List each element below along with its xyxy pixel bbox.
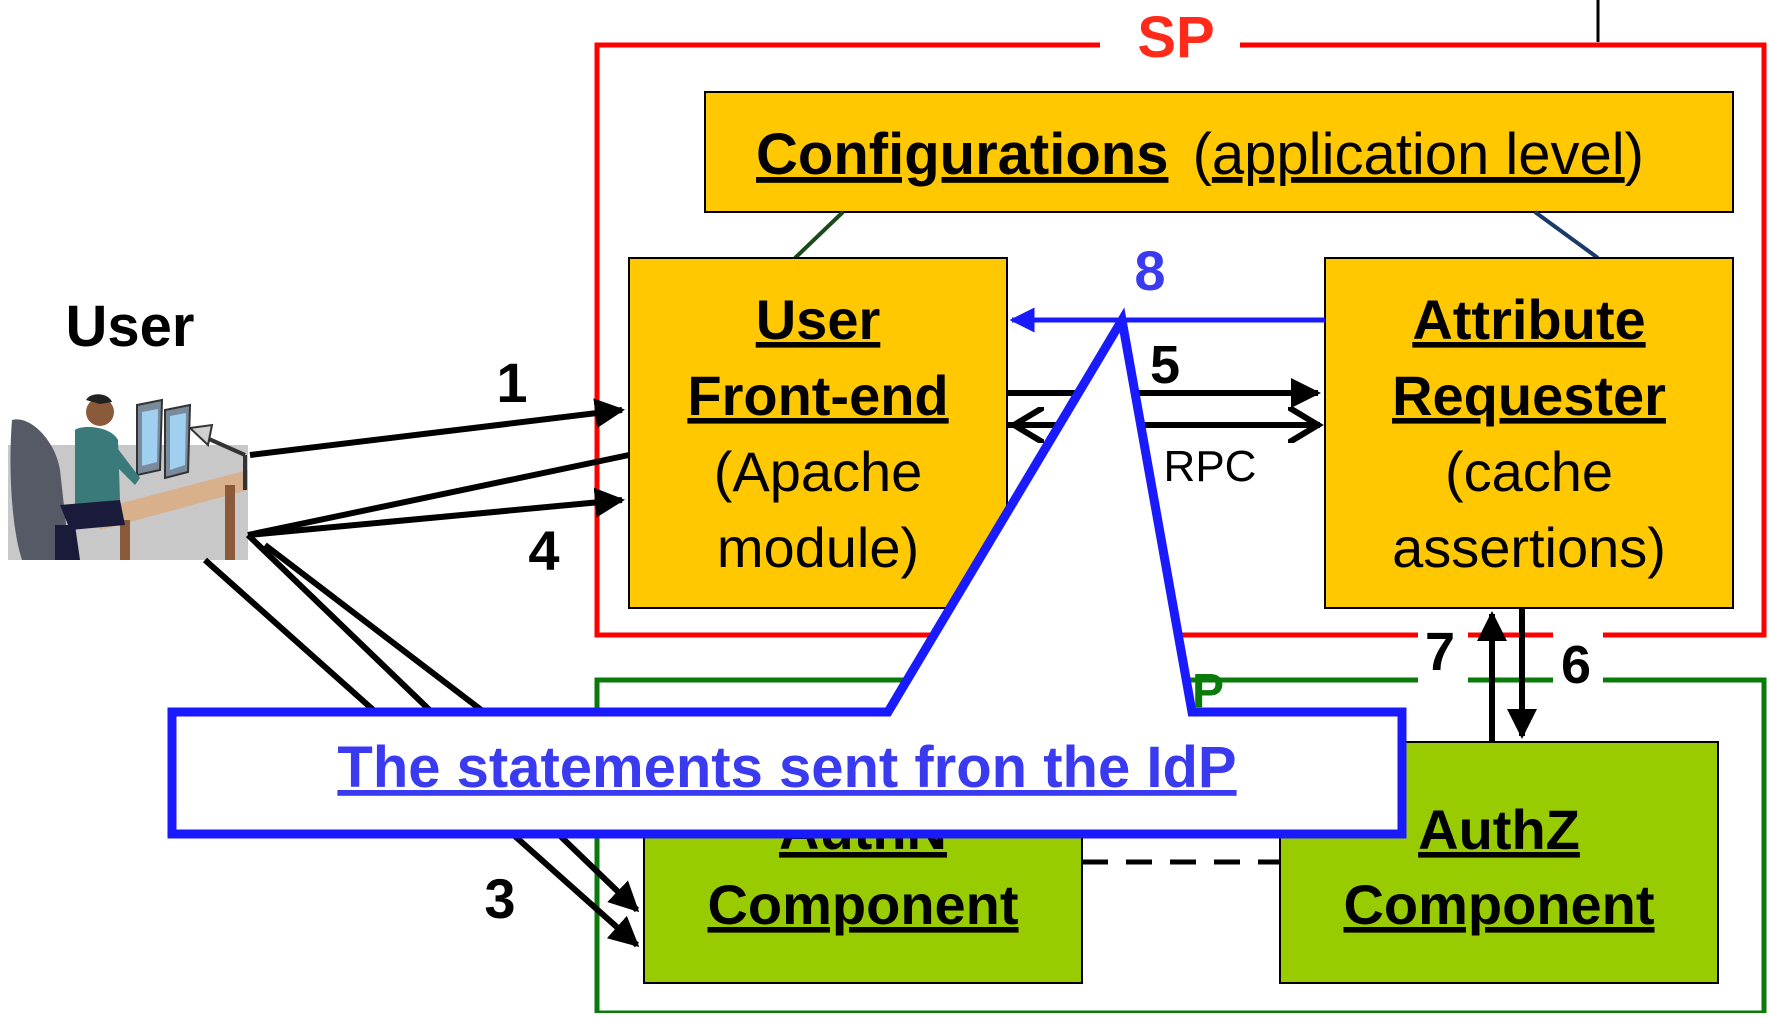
arrow-2-line (247, 452, 630, 538)
sp-label: SP (1137, 5, 1214, 70)
authz-line2: Component (1343, 873, 1654, 936)
authz-line1: AuthZ (1418, 798, 1580, 861)
authn-line2: Component (707, 873, 1018, 936)
sp-label-bg (1100, 10, 1240, 70)
requester-line4: assertions) (1392, 516, 1666, 579)
callout-text: The statements sent fron the IdP (337, 735, 1236, 800)
configurations-close: ) (1625, 122, 1644, 187)
step-5-label: 5 (1150, 335, 1180, 395)
config-requester-line (1533, 210, 1600, 260)
configurations-text: Configurations (application level) (756, 122, 1644, 187)
user-label: User (66, 294, 195, 359)
configurations-open: ( (1193, 122, 1212, 187)
configurations-box (704, 91, 1734, 213)
user-frontend-box (628, 257, 1008, 609)
arrow-4 (247, 487, 625, 538)
step-6-label-bg (1553, 625, 1603, 685)
configurations-note: application level (1212, 122, 1625, 187)
step-4-label: 4 (528, 519, 559, 582)
step-3-label: 3 (484, 867, 515, 930)
frontend-line2: Front-end (687, 364, 948, 427)
step-7-label: 7 (1425, 622, 1455, 682)
step-8-label: 8 (1134, 239, 1165, 302)
user-at-computer-icon (8, 394, 248, 560)
frontend-line1: User (756, 288, 881, 351)
frontend-line4: module) (717, 516, 919, 579)
arrow-1 (249, 398, 625, 458)
attribute-requester-box (1324, 257, 1734, 609)
requester-line3: (cache (1445, 440, 1613, 503)
config-frontend-line (793, 210, 845, 260)
configurations-title: Configurations (756, 122, 1168, 187)
step-7-label-bg (1418, 625, 1468, 685)
requester-line2: Requester (1392, 364, 1666, 427)
requester-line1: Attribute (1412, 288, 1645, 351)
frontend-line3: (Apache (714, 440, 923, 503)
rpc-label: RPC (1164, 442, 1257, 491)
callout-balloon: The statements sent fron the IdP (167, 307, 1407, 839)
step-1-label: 1 (496, 351, 527, 414)
step-6-label: 6 (1561, 635, 1591, 695)
